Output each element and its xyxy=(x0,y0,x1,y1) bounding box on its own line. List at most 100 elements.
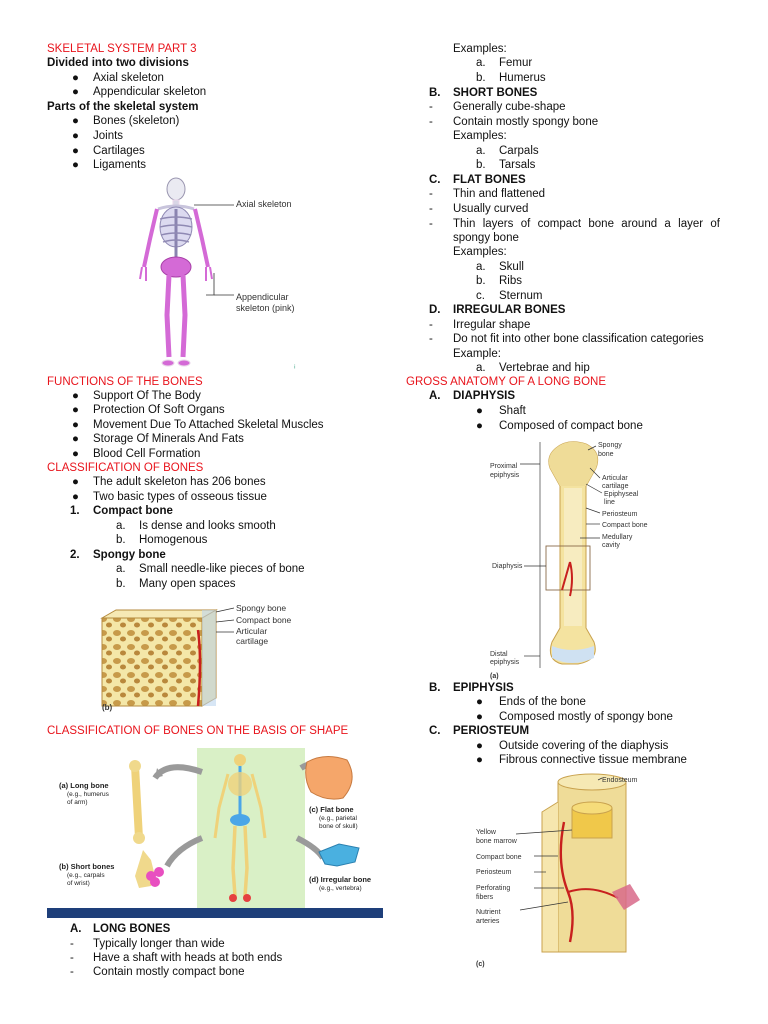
list-letter: b. xyxy=(116,534,126,546)
distal-epiphysis-label-2: epiphysis xyxy=(490,659,520,666)
flat-bones-item-continued: spongy bone xyxy=(453,232,519,244)
nutrient-arteries-label: Nutrient xyxy=(476,909,501,916)
periosteum-figure: Endosteum Yellow bone marrow Compact bon… xyxy=(476,773,640,968)
bullet-icon: ● xyxy=(72,145,79,157)
compact-bone-label: Compact bone xyxy=(602,522,648,529)
yellow-marrow-label: Yellow xyxy=(476,829,497,836)
dash-icon: - xyxy=(70,938,74,950)
spongy-bone-label-2: bone xyxy=(598,451,614,458)
list-letter: A. xyxy=(70,923,82,935)
spongy-bone-title: Spongy bone xyxy=(93,549,166,561)
axial-skeleton-label: Axial skeleton xyxy=(236,199,292,209)
list-letter: a. xyxy=(476,362,486,374)
flat-bone-label: (c) Flat bone xyxy=(309,805,354,814)
bullet-icon: ● xyxy=(72,448,79,460)
compact-number: 1. xyxy=(70,505,80,517)
bullet-icon: ● xyxy=(72,419,79,431)
example-item: Femur xyxy=(499,57,533,69)
flat-bone-example: (e.g., parietal xyxy=(319,815,357,822)
bone-shapes-figure: (a) Long bone (e.g., humerus of arm) (b)… xyxy=(47,748,383,918)
classification-heading: CLASSIFICATION OF BONES xyxy=(47,462,204,474)
endosteum-label: Endosteum xyxy=(602,777,638,784)
long-bone-anatomy-figure: Spongy bone Articular cartilage Epiphyse… xyxy=(490,441,648,680)
function-item: Protection Of Soft Organs xyxy=(93,404,225,416)
medullary-cavity-label-2: cavity xyxy=(602,542,620,549)
list-letter: b. xyxy=(116,578,126,590)
example-item: Sternum xyxy=(499,290,543,302)
bullet-icon: ● xyxy=(476,711,483,723)
bullet-icon: ● xyxy=(72,390,79,402)
perforating-fibers-label-2: fibers xyxy=(476,894,494,901)
appendicular-label-line2: skeleton (pink) xyxy=(236,303,295,313)
example-item: Humerus xyxy=(499,72,546,84)
periosteum-label: Periosteum xyxy=(602,511,638,518)
diaphysis-item: Shaft xyxy=(499,405,526,417)
appendicular-label-line1: Appendicular xyxy=(236,292,289,302)
articular-cartilage-label-2: cartilage xyxy=(602,483,629,490)
gross-anatomy-heading: GROSS ANATOMY OF A LONG BONE xyxy=(406,376,607,388)
bullet-icon: ● xyxy=(72,476,79,488)
example-item: Tarsals xyxy=(499,159,536,171)
dash-icon: - xyxy=(429,101,433,113)
spongy-item: Many open spaces xyxy=(139,578,236,590)
diaphysis-item: Composed of compact bone xyxy=(499,420,643,432)
bullet-icon: ● xyxy=(476,696,483,708)
part-item: Bones (skeleton) xyxy=(93,115,180,127)
long-bones-title: LONG BONES xyxy=(93,923,171,935)
irregular-bones-title: IRREGULAR BONES xyxy=(453,304,566,316)
long-bones-item: Have a shaft with heads at both ends xyxy=(93,952,283,964)
examples-label: Examples: xyxy=(453,130,507,142)
compact-bone-label: Compact bone xyxy=(236,615,292,625)
bullet-icon: ● xyxy=(72,433,79,445)
classification-item: The adult skeleton has 206 bones xyxy=(93,476,266,488)
examples-label: Examples: xyxy=(453,246,507,258)
long-bones-item: Typically longer than wide xyxy=(93,938,225,950)
bullet-icon: ● xyxy=(476,420,483,432)
panel-label: (b) xyxy=(102,703,113,712)
long-bone-example: (e.g., humerus xyxy=(67,791,110,798)
epiphyseal-line-label: Epiphyseal xyxy=(604,491,639,498)
dash-icon: - xyxy=(70,952,74,964)
short-bone-example: (e.g., carpals xyxy=(67,872,105,879)
parts-heading: Parts of the skeletal system xyxy=(47,101,199,113)
epiphyseal-line-label-2: line xyxy=(604,499,615,506)
shape-heading: CLASSIFICATION OF BONES ON THE BASIS OF … xyxy=(47,725,349,737)
spongy-number: 2. xyxy=(70,549,80,561)
periosteum-item: Outside covering of the diaphysis xyxy=(499,740,669,752)
list-letter: c. xyxy=(476,290,485,302)
list-letter: a. xyxy=(476,57,486,69)
function-item: Storage Of Minerals And Fats xyxy=(93,433,244,445)
periosteum-title: PERIOSTEUM xyxy=(453,725,530,737)
panel-label: (a) xyxy=(490,673,499,680)
dash-icon: - xyxy=(429,203,433,215)
articular-label-line1: Articular xyxy=(236,626,267,636)
list-letter: A. xyxy=(429,390,441,402)
list-letter: a. xyxy=(116,520,126,532)
short-bones-item: Contain mostly spongy bone xyxy=(453,116,599,128)
short-bone-example-2: of wrist) xyxy=(67,880,90,887)
short-bones-title: SHORT BONES xyxy=(453,87,538,99)
example-item: Skull xyxy=(499,261,524,273)
spongy-bone-label: Spongy bone xyxy=(236,603,286,613)
dash-icon: - xyxy=(429,116,433,128)
dash-icon: - xyxy=(429,333,433,345)
flat-bone-example-2: bone of skull) xyxy=(319,823,358,830)
distal-epiphysis-label: Distal xyxy=(490,651,508,658)
flat-bones-item: Usually curved xyxy=(453,203,529,215)
dash-icon: - xyxy=(429,188,433,200)
short-bones-item: Generally cube-shape xyxy=(453,101,566,113)
part-item: Cartilages xyxy=(93,145,145,157)
nutrient-arteries-label-2: arteries xyxy=(476,918,500,925)
bullet-icon: ● xyxy=(72,404,79,416)
dash-icon: - xyxy=(429,218,433,230)
epiphysis-item: Composed mostly of spongy bone xyxy=(499,711,673,723)
dash-icon: - xyxy=(70,966,74,978)
example-label: Example: xyxy=(453,348,501,360)
compact-bone-label: Compact bone xyxy=(476,854,522,861)
divided-heading: Divided into two divisions xyxy=(47,57,189,69)
irregular-bone-example: (e.g., vertebra) xyxy=(319,885,362,892)
document-title: SKELETAL SYSTEM PART 3 xyxy=(47,43,197,55)
medullary-cavity-label: Medullary xyxy=(602,534,633,541)
division-item: Appendicular skeleton xyxy=(93,86,207,98)
periosteum-label: Periosteum xyxy=(476,869,512,876)
